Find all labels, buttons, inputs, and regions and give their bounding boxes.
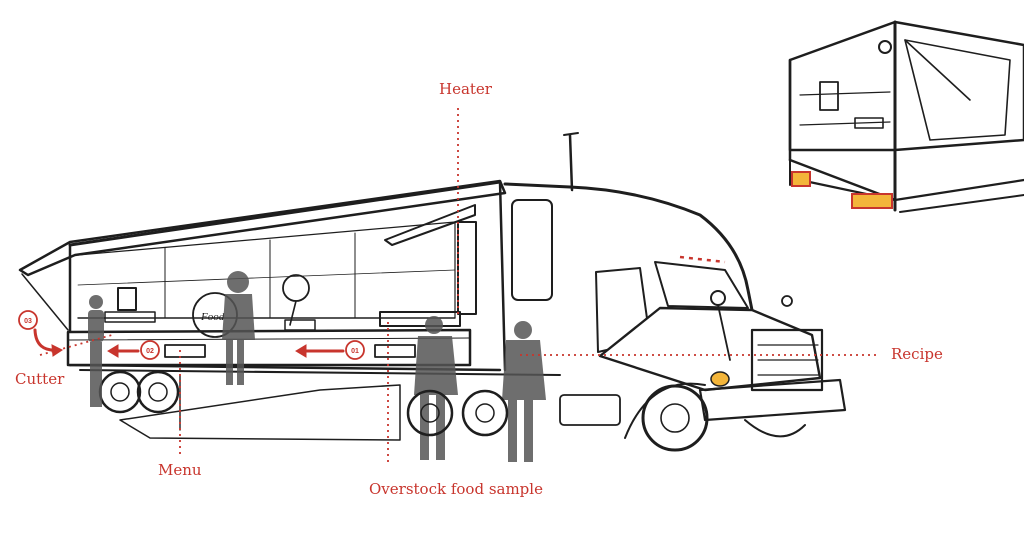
inset-taillight-left — [791, 171, 811, 187]
svg-text:01: 01 — [351, 348, 359, 355]
rear-view-inset — [788, 20, 1024, 213]
inset-taillight-right — [851, 193, 893, 209]
truck-cab-sketch — [406, 132, 847, 452]
cutter-leader — [39, 334, 113, 356]
roof-marker-dashes — [679, 255, 726, 264]
cutter-label: Cutter — [15, 370, 65, 388]
menu-label: Menu — [158, 461, 202, 479]
heater-label: Heater — [439, 80, 492, 98]
food-bag-text: Food — [200, 311, 225, 323]
people-silhouettes — [88, 271, 546, 462]
step-marker-01: 01 — [345, 340, 365, 360]
svg-text:02: 02 — [146, 348, 154, 355]
headlamp — [710, 371, 730, 387]
step-marker-03: 03 — [18, 310, 38, 330]
overstock-label: Overstock food sample — [369, 480, 543, 498]
recipe-label: Recipe — [891, 345, 943, 363]
flow-arrows — [33, 328, 345, 358]
leader-lines — [39, 108, 880, 462]
rear-wheels — [98, 370, 180, 414]
step-marker-02: 02 — [140, 340, 160, 360]
svg-text:03: 03 — [24, 318, 32, 325]
